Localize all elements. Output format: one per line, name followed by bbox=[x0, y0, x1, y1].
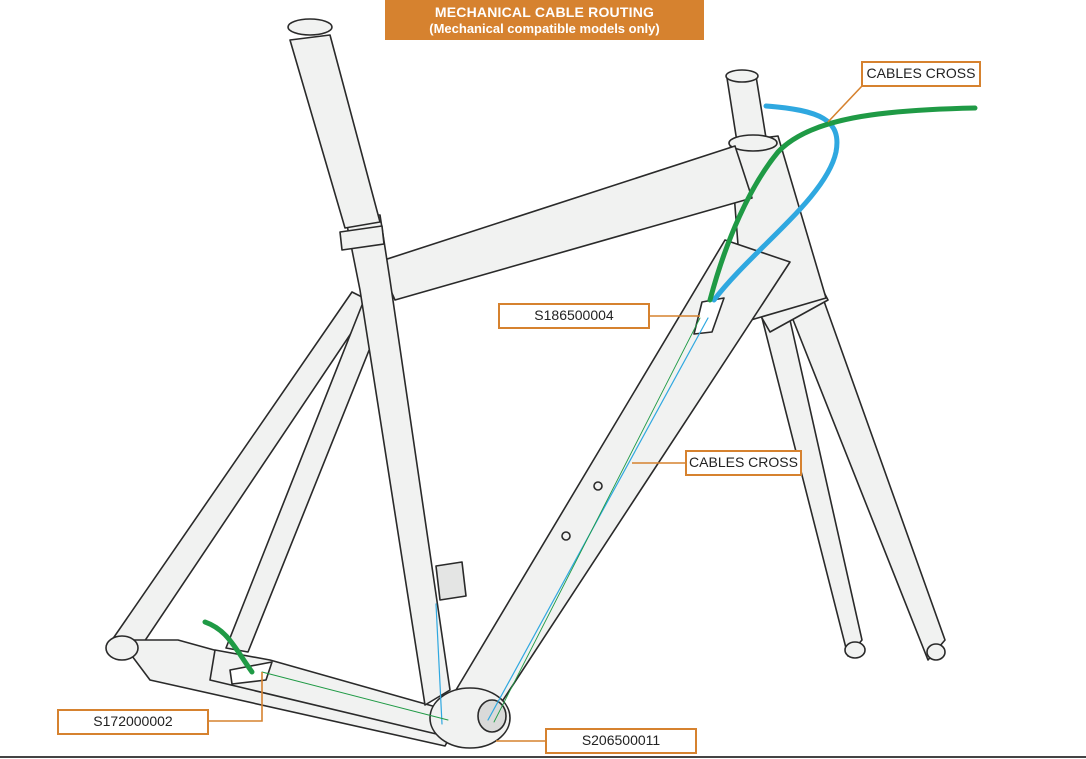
headset-top bbox=[728, 134, 778, 152]
callout-s172000002: S172000002 bbox=[57, 709, 209, 735]
cable-blue bbox=[711, 103, 840, 303]
seatpost bbox=[289, 34, 381, 229]
callout-s186500004: S186500004 bbox=[498, 303, 650, 329]
seat-stay-left bbox=[111, 291, 373, 649]
title-main: MECHANICAL CABLE ROUTING bbox=[434, 4, 655, 20]
cable-green bbox=[707, 105, 978, 303]
title-banner: MECHANICAL CABLE ROUTING (Mechanical com… bbox=[385, 0, 704, 40]
saddle-clamp bbox=[287, 18, 333, 36]
rear-dropout bbox=[105, 635, 139, 661]
callout-s206500011: S206500011 bbox=[545, 728, 697, 754]
cable-green-chainstay bbox=[202, 619, 255, 675]
fork-dropout-right bbox=[926, 643, 946, 661]
callout-cables-cross-downtube: CABLES CROSS bbox=[685, 450, 802, 476]
steerer bbox=[726, 75, 767, 143]
leader-cables-cross-top bbox=[827, 85, 863, 123]
bottom-bracket-bearing bbox=[477, 699, 507, 733]
callout-cables-cross-top: CABLES CROSS bbox=[861, 61, 981, 87]
front-derailleur-mount bbox=[435, 561, 467, 601]
headset-cap bbox=[725, 69, 759, 83]
internal-green-line bbox=[493, 317, 701, 723]
fork-dropout-left bbox=[844, 641, 866, 659]
internal-seattube-line bbox=[435, 603, 443, 725]
internal-chainstay-line bbox=[261, 671, 449, 721]
seat-clamp bbox=[339, 225, 385, 251]
seat-tube bbox=[344, 214, 451, 706]
title-subtitle: (Mechanical compatible models only) bbox=[429, 21, 660, 36]
top-tube bbox=[377, 145, 753, 301]
bottle-boss-1 bbox=[593, 481, 603, 491]
leader-s172000002 bbox=[208, 672, 263, 722]
leader-lines bbox=[208, 85, 863, 742]
bottom-rule bbox=[0, 756, 1086, 758]
cable-routing bbox=[202, 103, 978, 725]
bottle-boss-2 bbox=[561, 531, 571, 541]
